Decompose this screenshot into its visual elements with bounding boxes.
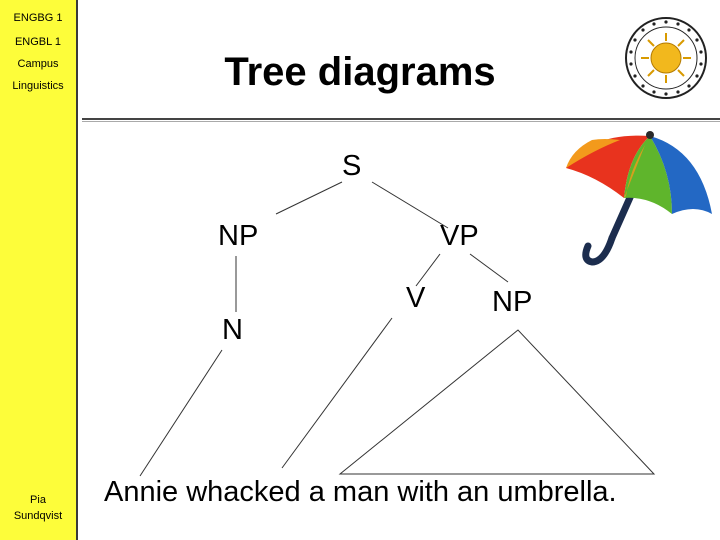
node-np-object: NP <box>492 286 533 318</box>
course-code-2: ENGBL 1 <box>14 36 62 48</box>
branch-s-np <box>275 181 343 215</box>
header-divider <box>82 118 720 120</box>
node-n: N <box>222 314 243 346</box>
node-s: S <box>342 150 362 182</box>
node-np-subject: NP <box>218 220 259 252</box>
subject-label: Linguistics <box>12 80 64 92</box>
sidebar: ENGBG 1 ENGBL 1 Campus Linguistics Pia S… <box>0 0 78 540</box>
branch-n-word <box>139 349 223 477</box>
np-triangle <box>338 329 656 475</box>
branch-v-word <box>281 317 393 469</box>
node-vp: VP <box>440 220 479 252</box>
course-code-1: ENGBG 1 <box>13 12 63 24</box>
campus-label: Campus <box>17 58 59 70</box>
header-divider-shadow <box>82 121 720 122</box>
author-last-name: Sundqvist <box>13 510 63 522</box>
branch-s-vp <box>371 181 449 229</box>
example-sentence: Annie whacked a man with an umbrella. <box>104 476 617 508</box>
branch-vp-np <box>469 253 509 283</box>
slide-title: Tree diagrams <box>224 50 496 94</box>
node-v: V <box>406 282 426 314</box>
author-first-name: Pia <box>30 494 46 506</box>
